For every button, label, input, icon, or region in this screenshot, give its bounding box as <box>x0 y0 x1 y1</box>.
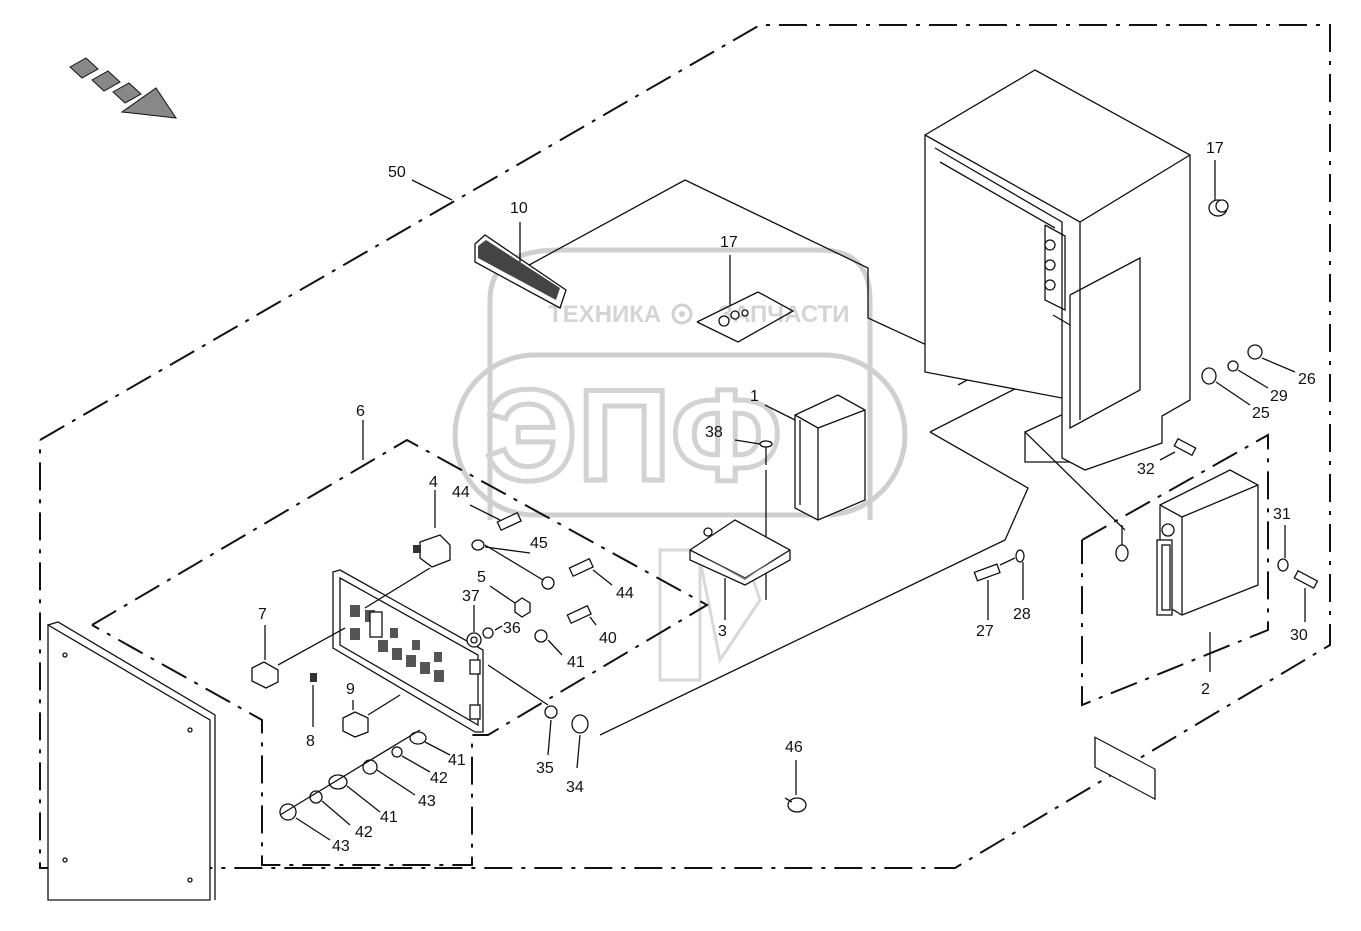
callout-3: 3 <box>718 623 727 640</box>
callout-44a: 44 <box>452 484 470 501</box>
callout-40: 40 <box>599 630 617 647</box>
callout-35: 35 <box>536 760 554 777</box>
callout-38: 38 <box>705 424 723 441</box>
relay-board <box>332 569 484 733</box>
callout-27: 27 <box>976 623 994 640</box>
callout-17-knob: 17 <box>1206 140 1224 157</box>
callout-43a: 43 <box>418 793 436 810</box>
callout-42a: 42 <box>430 770 448 787</box>
part-10-grille <box>474 222 567 309</box>
callout-4: 4 <box>429 474 438 491</box>
callout-31: 31 <box>1273 506 1291 523</box>
callout-37: 37 <box>462 588 480 605</box>
callout-46: 46 <box>785 739 803 756</box>
callout-36: 36 <box>503 620 521 637</box>
watermark-text-left: ТЕХНИКА <box>548 301 661 328</box>
part-1-box <box>764 394 866 521</box>
part-38-screw <box>734 439 773 600</box>
callout-45: 45 <box>530 535 548 552</box>
callout-50: 50 <box>388 164 406 181</box>
fasteners-right <box>973 344 1319 622</box>
callout-1: 1 <box>750 388 759 405</box>
callout-9: 9 <box>346 681 355 698</box>
callout-29: 29 <box>1270 388 1288 405</box>
callouts: 50 10 17 17 6 4 44 45 44 5 37 36 40 41 7… <box>258 140 1316 855</box>
part-17-knob <box>1208 160 1229 217</box>
part-17-panel <box>718 255 749 327</box>
cabinet <box>924 69 1191 801</box>
relay-components <box>251 490 531 738</box>
callout-5: 5 <box>477 569 486 586</box>
callout-7: 7 <box>258 606 267 623</box>
callout-41a: 41 <box>567 654 585 671</box>
part-2-bracket <box>1115 469 1259 672</box>
watermark-logo: ЭПФ <box>485 362 782 508</box>
callout-10: 10 <box>510 200 528 217</box>
part-46-lug <box>784 760 807 813</box>
callout-6: 6 <box>356 403 365 420</box>
callout-25: 25 <box>1252 405 1270 422</box>
callout-2: 2 <box>1201 681 1210 698</box>
callout-26: 26 <box>1298 371 1316 388</box>
callout-32: 32 <box>1137 461 1155 478</box>
callout-8: 8 <box>306 733 315 750</box>
assembly-boundaries <box>39 24 1331 869</box>
arrow-right-down-icon <box>69 57 178 119</box>
callout-17-panel: 17 <box>720 234 738 251</box>
callout-43b: 43 <box>332 838 350 855</box>
fasteners-left <box>279 504 613 841</box>
callout-41c: 41 <box>380 809 398 826</box>
callout-42b: 42 <box>355 824 373 841</box>
callout-28: 28 <box>1013 606 1031 623</box>
gear-icon <box>671 303 693 325</box>
callout-30: 30 <box>1290 627 1308 644</box>
callout-34: 34 <box>566 779 584 796</box>
callout-leaders <box>362 179 1071 460</box>
side-panel <box>47 621 216 901</box>
callout-44b: 44 <box>616 585 634 602</box>
part-3-module <box>689 519 791 620</box>
callout-41b: 41 <box>448 752 466 769</box>
